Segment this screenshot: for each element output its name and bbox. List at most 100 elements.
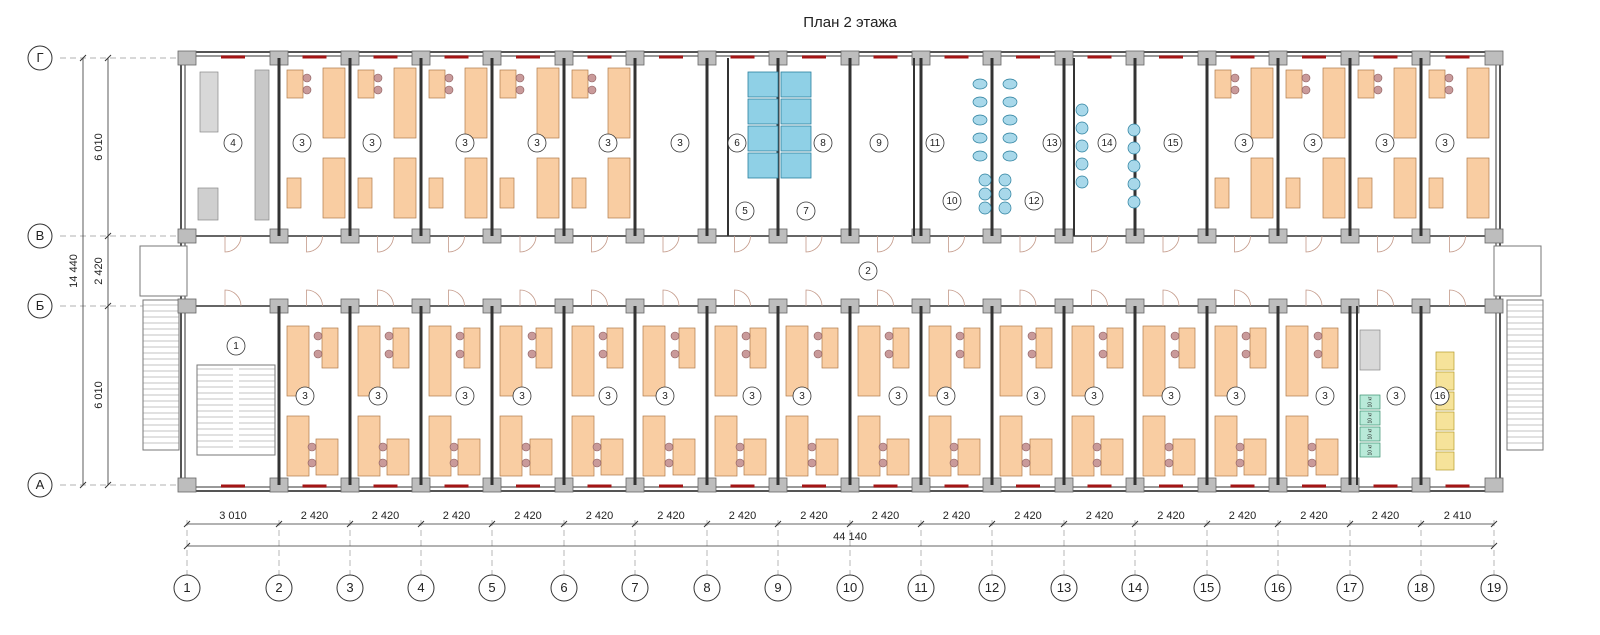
bed — [464, 157, 488, 219]
desk — [1285, 177, 1301, 209]
row-axis-circle — [27, 223, 53, 249]
door-swing — [1019, 289, 1037, 307]
desk — [1357, 177, 1373, 209]
desk — [321, 327, 339, 369]
column-axis-label: 12 — [985, 580, 999, 595]
room-number-circle — [670, 133, 690, 153]
door-swing — [805, 289, 823, 307]
desk — [678, 327, 696, 369]
room-number-circle — [362, 133, 382, 153]
door-swing — [805, 235, 823, 253]
desk — [1315, 438, 1339, 476]
door-swing — [948, 289, 965, 307]
room-number: 3 — [375, 391, 381, 402]
desk — [672, 438, 696, 476]
chair — [1092, 458, 1102, 468]
room-number-circle — [455, 386, 475, 406]
bed — [286, 325, 310, 397]
bed — [428, 325, 452, 397]
chair — [884, 349, 894, 359]
desk — [1178, 327, 1196, 369]
stair-outline — [1506, 299, 1544, 451]
room-number-circle — [1375, 133, 1395, 153]
room-number-circle — [292, 133, 312, 153]
room-number-circle — [368, 386, 388, 406]
column-axis-circle — [836, 574, 864, 602]
desk — [571, 177, 587, 209]
left-dim-total-value: 14 440 — [68, 254, 80, 288]
chair — [384, 349, 394, 359]
room-number-circle — [742, 386, 762, 406]
chair — [521, 458, 531, 468]
sink — [1075, 103, 1089, 117]
dimension-value: 2 420 — [514, 510, 542, 522]
shower-cabin — [747, 98, 779, 125]
door-swing — [1449, 289, 1466, 307]
room-number-circle — [1097, 133, 1117, 153]
chair — [1027, 331, 1037, 341]
bed — [642, 415, 666, 477]
toilet — [1002, 132, 1018, 144]
room-number: 15 — [1167, 138, 1179, 149]
chair — [949, 458, 959, 468]
column-axis-label: 16 — [1271, 580, 1285, 595]
dimension-tick — [1274, 520, 1282, 528]
chair — [598, 349, 608, 359]
toilet — [972, 150, 988, 162]
dimension-tick — [104, 232, 112, 240]
dimension-tick — [631, 520, 639, 528]
door-swing — [519, 289, 537, 307]
room-number: 3 — [1322, 391, 1328, 402]
desk — [386, 438, 410, 476]
door-swing — [1091, 235, 1108, 253]
east-external-stair — [1506, 299, 1544, 451]
room-number-circle — [936, 386, 956, 406]
room-number: 9 — [876, 138, 882, 149]
bed — [1214, 415, 1238, 477]
desk — [357, 177, 373, 209]
toilet — [972, 114, 988, 126]
column-axis-label: 15 — [1200, 580, 1214, 595]
chair — [1301, 73, 1311, 83]
chair — [1098, 331, 1108, 341]
room-number: 3 — [1310, 138, 1316, 149]
chair — [313, 331, 323, 341]
desk — [1214, 69, 1232, 99]
bed — [607, 67, 631, 139]
chair — [1092, 442, 1102, 452]
door-swing — [591, 235, 608, 253]
chair — [1307, 442, 1317, 452]
desk — [886, 438, 910, 476]
door-swing — [1091, 289, 1108, 307]
room-number: 3 — [534, 138, 540, 149]
room-number: 3 — [302, 391, 308, 402]
room-number: 14 — [1101, 138, 1113, 149]
bed — [357, 325, 381, 397]
room-number: 3 — [462, 138, 468, 149]
room-number-circle — [1435, 133, 1455, 153]
toilet — [1002, 114, 1018, 126]
bed — [499, 415, 523, 477]
room-number-circle — [796, 201, 816, 221]
desk — [1035, 327, 1053, 369]
pillar — [1484, 298, 1504, 314]
left-dim-corridor-value: 2 420 — [93, 257, 105, 285]
shower-cabin — [780, 71, 812, 98]
room-number: 12 — [1028, 196, 1040, 207]
bed — [785, 415, 809, 477]
room-number-circle — [1026, 386, 1046, 406]
chair — [1235, 458, 1245, 468]
dimension-value: 2 420 — [1372, 510, 1400, 522]
sink — [1127, 123, 1141, 137]
bed — [1071, 415, 1095, 477]
column-axis-circle — [1264, 574, 1292, 602]
door-swing — [377, 235, 394, 253]
column-axis-circle — [336, 574, 364, 602]
dimension-tick — [1490, 542, 1498, 550]
row-axis-label: В — [36, 228, 45, 243]
room-number: 10 — [946, 196, 958, 207]
column-axis-label: 3 — [346, 580, 353, 595]
row-axis-circle — [27, 472, 53, 498]
room-number: 3 — [369, 138, 375, 149]
dimension-tick — [346, 520, 354, 528]
